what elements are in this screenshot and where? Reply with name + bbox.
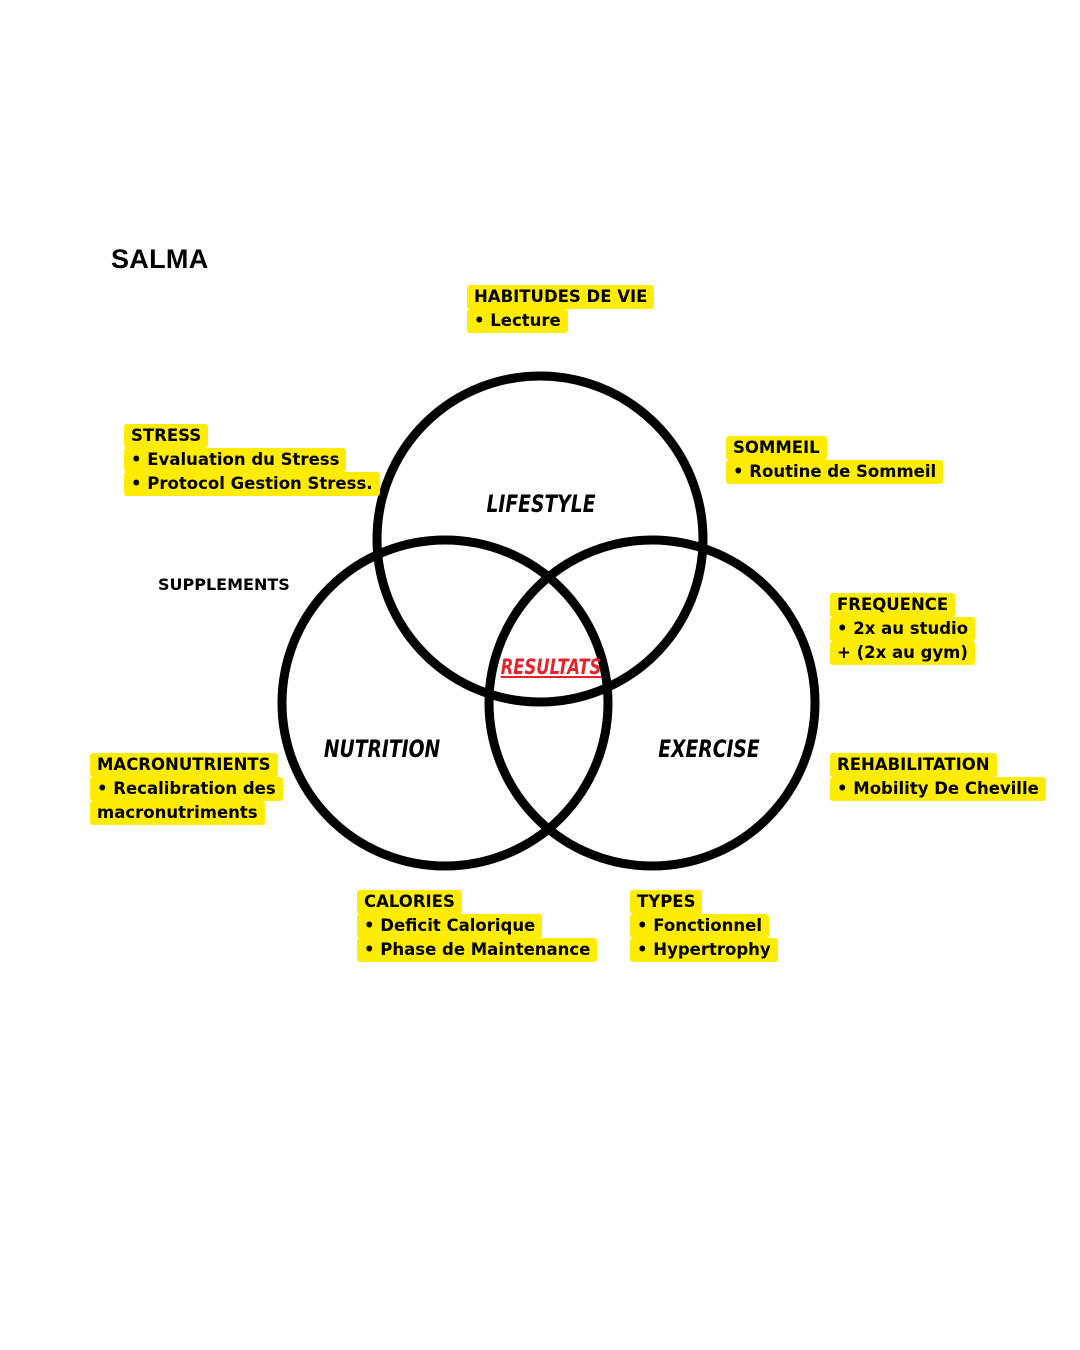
note-heading: CALORIES <box>357 890 462 914</box>
note-item: • Routine de Sommeil <box>726 460 944 484</box>
lifestyle-circle <box>372 371 708 707</box>
note-item: • Protocol Gestion Stress. <box>124 472 380 496</box>
note-item: • Mobility De Cheville <box>830 777 1046 801</box>
nutrition-label: NUTRITION <box>323 735 441 763</box>
client-name: SALMA <box>111 244 209 274</box>
exercise-circle <box>484 535 820 871</box>
note-heading: HABITUDES DE VIE <box>467 285 655 309</box>
lifestyle-label: LIFESTYLE <box>486 490 596 518</box>
note-sommeil: SOMMEIL • Routine de Sommeil <box>726 436 944 484</box>
exercise-label: EXERCISE <box>658 735 760 763</box>
note-item: • Recalibration des <box>90 777 283 801</box>
note-macronutrients: MACRONUTRIENTS • Recalibration des macro… <box>90 753 283 825</box>
note-heading: REHABILITATION <box>830 753 997 777</box>
note-stress: STRESS • Evaluation du Stress • Protocol… <box>124 424 380 496</box>
note-calories: CALORIES • Deficit Calorique • Phase de … <box>357 890 598 962</box>
note-heading: MACRONUTRIENTS <box>90 753 278 777</box>
note-heading: TYPES <box>630 890 703 914</box>
note-item: • Deficit Calorique <box>357 914 543 938</box>
note-item: • Lecture <box>467 309 568 333</box>
note-heading: STRESS <box>124 424 209 448</box>
note-item: • 2x au studio <box>830 617 976 641</box>
note-item: • Evaluation du Stress <box>124 448 347 472</box>
note-types: TYPES • Fonctionnel • Hypertrophy <box>630 890 778 962</box>
note-item: • Fonctionnel <box>630 914 769 938</box>
note-item: • Phase de Maintenance <box>357 938 598 962</box>
note-heading: SOMMEIL <box>726 436 827 460</box>
note-frequence: FREQUENCE • 2x au studio + (2x au gym) <box>830 593 976 665</box>
nutrition-circle <box>277 535 613 871</box>
note-rehabilitation: REHABILITATION • Mobility De Cheville <box>830 753 1046 801</box>
resultats-label: RESULTATS <box>500 655 602 679</box>
supplements-label: SUPPLEMENTS <box>158 575 290 594</box>
note-item: + (2x au gym) <box>830 641 975 665</box>
note-heading: FREQUENCE <box>830 593 956 617</box>
note-item: • Hypertrophy <box>630 938 778 962</box>
note-habitudes: HABITUDES DE VIE • Lecture <box>467 285 655 333</box>
note-item: macronutriments <box>90 801 265 825</box>
